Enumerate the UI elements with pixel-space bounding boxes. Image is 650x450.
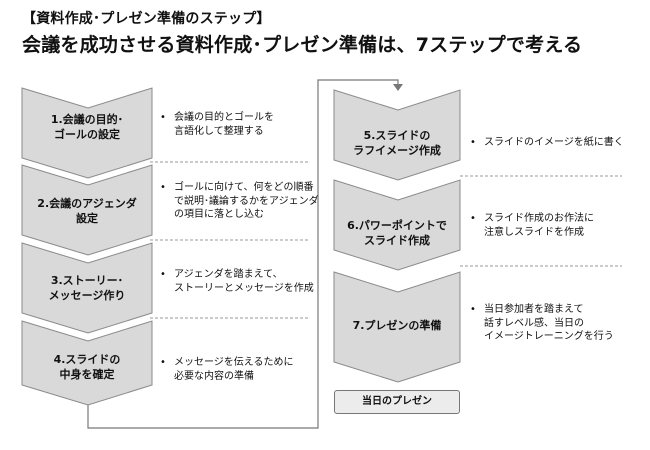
step-3-desc-line1: アジェンダを踏まえて、 — [174, 269, 283, 280]
step-5-description: スライドのイメージを紙に書く — [470, 136, 644, 150]
step-3-label-line1: 3.ストーリー･ — [50, 274, 124, 287]
step-4-description: メッセージを伝えるために 必要な内容の準備 — [160, 356, 324, 383]
step-1-desc-line1: 会議の目的とゴールを — [174, 112, 274, 123]
section-bracket-title: 【資料作成･プレゼン準備のステップ】 — [22, 11, 271, 27]
step-5-desc-line1: スライドのイメージを紙に書く — [484, 137, 624, 148]
step-5-label: 5.スライドの ラフイメージ作成 — [334, 128, 460, 158]
step-1-label-line1: 1.会議の目的･ — [50, 113, 124, 126]
step-4-label-line2: 中身を確定 — [59, 368, 115, 381]
step-3-description: アジェンダを踏まえて、 ストーリーとメッセージを作成 — [160, 268, 324, 295]
final-presentation-box: 当日のプレゼン — [334, 390, 460, 414]
step-1-desc-line2: 言語化して整理する — [174, 125, 264, 137]
chevron-step-5 — [333, 89, 461, 181]
step-4-desc-line2: 必要な内容の準備 — [174, 370, 254, 382]
chevron-step-1 — [21, 87, 153, 179]
step-6-desc-line2: 注意しスライドを作成 — [484, 226, 584, 238]
chevron-step-3 — [21, 242, 153, 334]
step-3-label-line2: メッセージ作り — [48, 289, 126, 302]
step-7-desc-line3: イメージトレーニングを行う — [484, 331, 614, 342]
step-7-label: 7.プレゼンの準備 — [334, 318, 460, 333]
chevron-step-2 — [21, 164, 153, 256]
step-5-label-line1: 5.スライドの — [363, 129, 431, 142]
step-2-label: 2.会議のアジェンダ 設定 — [22, 196, 152, 226]
step-2-desc-line3: の項目に落とし込む — [174, 209, 264, 220]
flow-connector-line — [87, 79, 399, 429]
step-2-desc-line1: ゴールに向けて、何をどの順番 — [174, 182, 314, 193]
step-1-label-line2: ゴールの設定 — [54, 128, 120, 141]
step-7-description: 当日参加者を踏まえて 話すレベル感、当日の イメージトレーニングを行う — [470, 303, 644, 344]
step-1-label: 1.会議の目的･ ゴールの設定 — [22, 112, 152, 142]
step-2-label-line2: 設定 — [76, 212, 98, 225]
step-6-description: スライド作成のお作法に 注意しスライドを作成 — [470, 212, 644, 239]
step-6-desc-line1: スライド作成のお作法に — [484, 213, 594, 224]
step-4-label: 4.スライドの 中身を確定 — [22, 352, 152, 382]
chevron-step-7 — [333, 271, 461, 383]
step-3-label: 3.ストーリー･ メッセージ作り — [22, 273, 152, 303]
step-1-description: 会議の目的とゴールを 言語化して整理する — [160, 111, 324, 138]
step-4-desc-line1: メッセージを伝えるために — [174, 357, 294, 368]
chevron-step-4 — [21, 320, 153, 406]
step-5-label-line2: ラフイメージ作成 — [353, 144, 441, 157]
step-3-desc-line2: ストーリーとメッセージを作成 — [174, 282, 314, 294]
flow-connector-arrowhead — [393, 84, 403, 91]
step-6-label-line2: スライド作成 — [364, 234, 430, 247]
step-7-desc-line2: 話すレベル感、当日の — [484, 317, 584, 329]
step-2-description: ゴールに向けて、何をどの順番 で説明･議論するかをアジェンダ の項目に落とし込む — [160, 181, 329, 222]
step-6-label-line1: 6.パワーポイントで — [347, 219, 447, 232]
page-title: 会議を成功させる資料作成･プレゼン準備は、7ステップで考える — [22, 34, 583, 56]
chevron-step-6 — [333, 179, 461, 271]
step-7-desc-line1: 当日参加者を踏まえて — [484, 304, 584, 315]
step-2-desc-line2: で説明･議論するかをアジェンダ — [174, 195, 319, 207]
step-4-label-line1: 4.スライドの — [53, 353, 121, 366]
step-6-label: 6.パワーポイントで スライド作成 — [334, 218, 460, 248]
step-2-label-line1: 2.会議のアジェンダ — [37, 197, 137, 210]
step-7-label-line1: 7.プレゼンの準備 — [352, 319, 442, 332]
